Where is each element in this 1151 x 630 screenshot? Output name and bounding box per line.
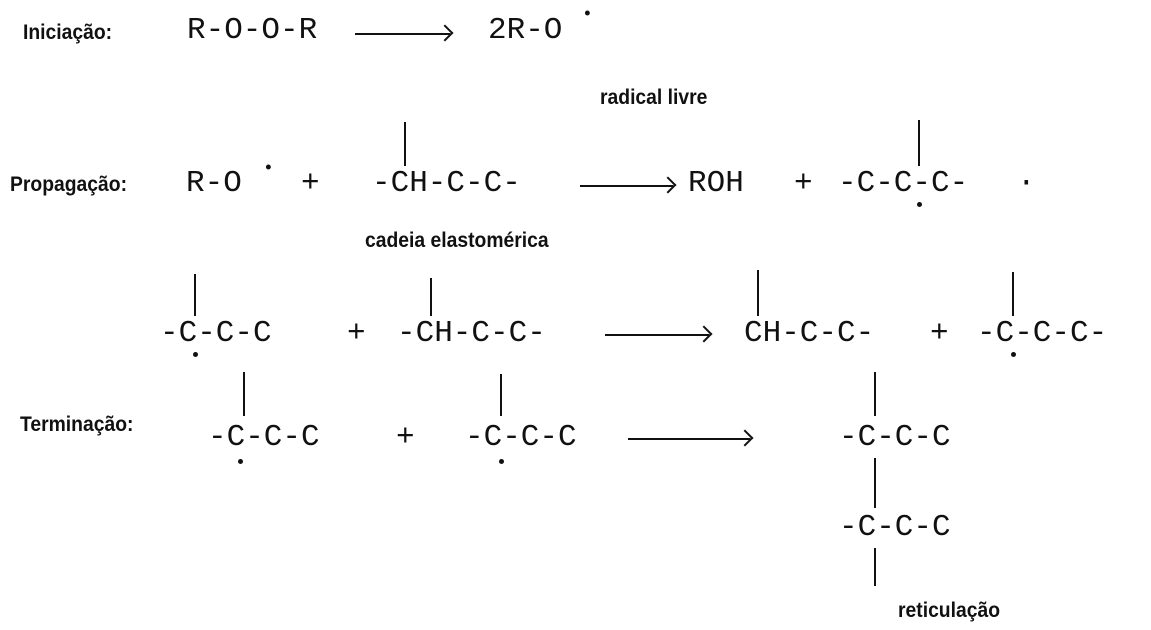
- termination-product-top: -C-C-C: [839, 420, 951, 455]
- reaction-arrow: [355, 33, 450, 35]
- propagation-2-reactant-b: -CH-C-C-: [397, 316, 546, 351]
- trailing-mark: ·: [1017, 166, 1036, 201]
- plus-sign: +: [301, 166, 320, 201]
- plus-sign: +: [347, 316, 366, 351]
- vertical-bond: [194, 274, 196, 316]
- plus-sign: +: [930, 316, 949, 351]
- stage-label-termination: Terminação:: [20, 413, 134, 436]
- vertical-bond: [500, 374, 502, 416]
- plus-sign: +: [794, 166, 813, 201]
- propagation-1-product-b: -C-C-C-: [838, 166, 969, 201]
- radical-dot: •: [582, 5, 593, 25]
- radical-dot: [193, 352, 198, 357]
- reaction-arrow: [628, 438, 750, 440]
- reaction-arrow: [605, 334, 709, 336]
- plus-sign: +: [396, 420, 415, 455]
- vertical-bond: [1012, 272, 1014, 316]
- vertical-bond: [874, 458, 876, 508]
- stage-label-propagation: Propagação:: [10, 173, 128, 196]
- vertical-bond: [874, 548, 876, 586]
- propagation-1-reactant-a: R-O: [186, 166, 242, 201]
- radical-dot: [238, 459, 243, 464]
- annotation-crosslinking: reticulação: [898, 599, 1001, 622]
- stage-label-initiation: Iniciação:: [23, 21, 113, 44]
- vertical-bond: [757, 270, 759, 316]
- radical-dot: [1011, 352, 1016, 357]
- radical-dot: [499, 459, 504, 464]
- termination-reactant-b: -C-C-C: [465, 420, 577, 455]
- propagation-1-product-a: ROH: [688, 166, 744, 201]
- reaction-arrow: [580, 185, 673, 187]
- initiation-reactant: R-O-O-R: [187, 13, 318, 48]
- propagation-2-product-b: -C-C-C-: [977, 316, 1108, 351]
- vertical-bond: [874, 372, 876, 416]
- annotation-elastomer-chain: cadeia elastomérica: [365, 229, 549, 252]
- termination-product-bottom: -C-C-C: [839, 510, 951, 545]
- vertical-bond: [918, 120, 920, 166]
- propagation-2-product-a: CH-C-C-: [744, 316, 875, 351]
- vertical-bond: [430, 278, 432, 316]
- annotation-free-radical: radical livre: [600, 86, 708, 109]
- termination-reactant-a: -C-C-C: [208, 420, 320, 455]
- vertical-bond: [404, 122, 406, 166]
- initiation-product: 2R-O: [488, 13, 563, 48]
- propagation-2-reactant-a: -C-C-C: [160, 316, 272, 351]
- radical-dot: •: [263, 159, 274, 179]
- propagation-1-reactant-b: -CH-C-C-: [372, 166, 521, 201]
- vertical-bond: [243, 372, 245, 416]
- radical-dot: [917, 202, 922, 207]
